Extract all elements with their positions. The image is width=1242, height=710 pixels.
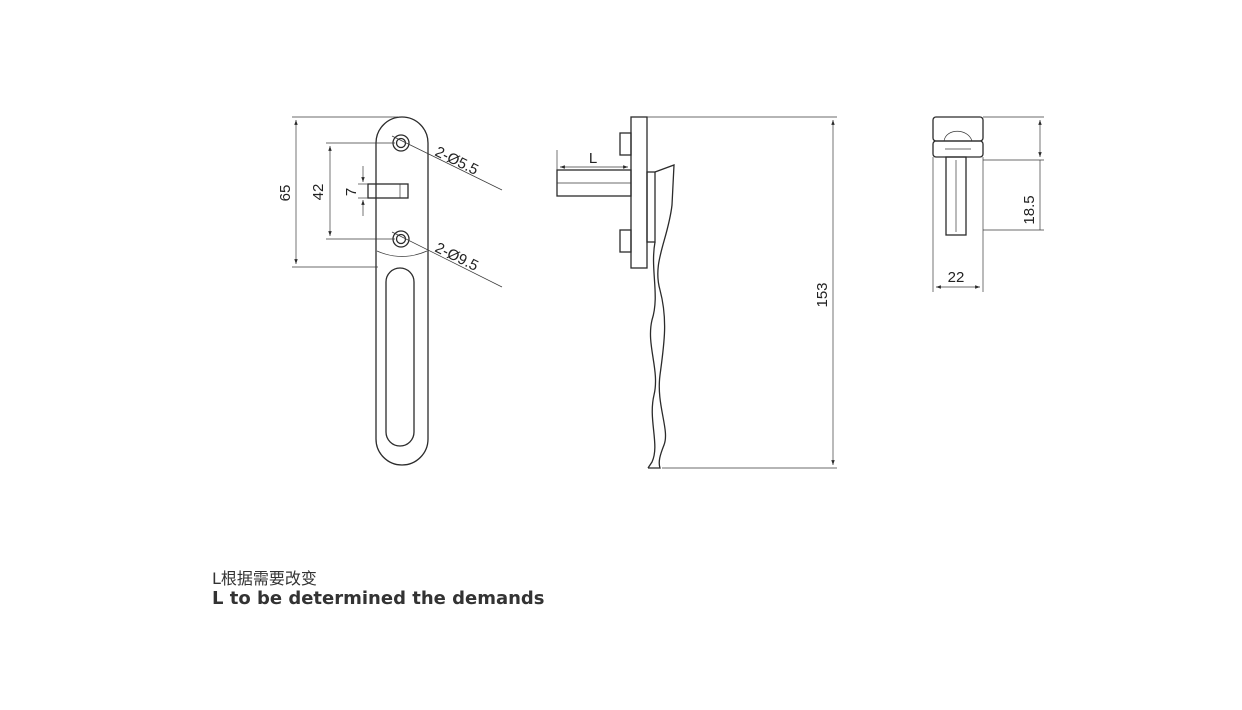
dim-7-label: 7: [343, 188, 360, 196]
top-hole-inner: [395, 137, 407, 149]
bottom-hole-inner: [395, 233, 407, 245]
handle-inner-slot: [385, 267, 415, 447]
dim-L-label: L: [589, 150, 597, 167]
dim-18-5-label: 18.5: [1021, 195, 1038, 224]
dim-65-label: 65: [277, 185, 294, 202]
bottom-pin: [619, 229, 632, 253]
front-view: 65 42 7 2-Ø5.5 2-Ø9.5: [277, 116, 503, 466]
dim-153-label: 153: [814, 282, 831, 307]
dim-22-label: 22: [948, 269, 965, 286]
handle-body-outline: [375, 116, 429, 466]
leader-hole-large: [391, 231, 503, 288]
spacer: [646, 171, 656, 243]
leader-hole-small: [391, 135, 503, 191]
side-view: L 153: [556, 116, 837, 469]
spindle-slot: [367, 183, 409, 199]
top-pin: [619, 132, 632, 156]
end-view: 18.5 22: [932, 116, 1044, 292]
handle-profile: [647, 164, 675, 469]
end-view-base: [932, 116, 984, 142]
base-grip-divider: [376, 250, 428, 257]
base-plate: [630, 116, 648, 269]
note-chinese: L根据需要改变: [212, 569, 317, 588]
end-view-spindle: [945, 156, 967, 236]
note-english: L to be determined the demands: [212, 588, 545, 609]
hole-small-label: 2-Ø5.5: [432, 143, 481, 178]
dim-42-label: 42: [310, 184, 327, 201]
hole-large-label: 2-Ø9.5: [432, 239, 481, 274]
